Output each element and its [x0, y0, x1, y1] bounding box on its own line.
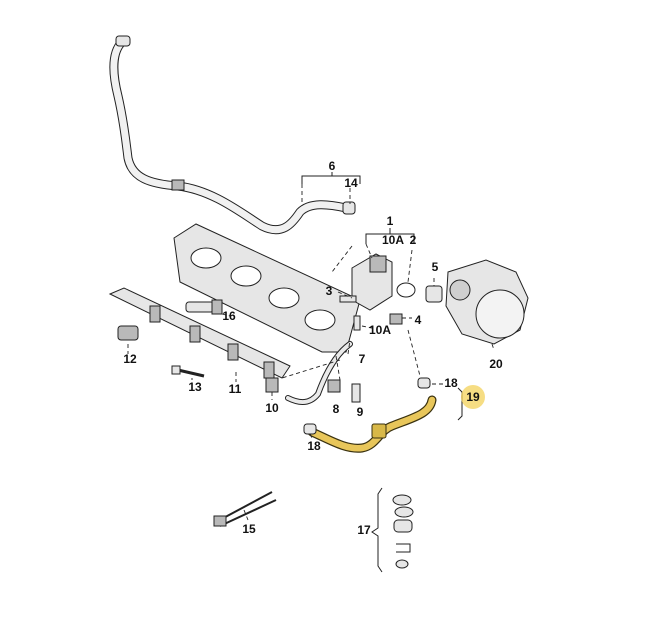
part-11-fuel-rail — [108, 287, 291, 379]
part-5-seal — [425, 285, 443, 303]
part-10a-screw — [353, 315, 361, 331]
part-7-pressure-line — [285, 341, 353, 406]
callout-16: 16 — [222, 309, 236, 323]
part-15-cable-ties — [213, 491, 277, 527]
callout-3: 3 — [326, 284, 333, 298]
callout-11: 11 — [229, 382, 242, 396]
part-19-fuel-line — [307, 395, 437, 453]
part-1-high-pressure-pump — [351, 253, 416, 311]
callout-15: 15 — [242, 522, 256, 536]
callout-2: 2 — [410, 233, 417, 247]
callout-10: 10 — [265, 401, 279, 415]
part-18-clip-lower — [303, 423, 317, 435]
leader-lines — [127, 172, 495, 521]
part-17-clip-set — [371, 487, 414, 573]
part-12-sensor — [117, 325, 139, 341]
part-6-breather-hose — [109, 35, 351, 235]
callout-19: 19 — [466, 390, 480, 404]
callout-12: 12 — [123, 352, 137, 366]
part-9-bolt — [351, 383, 361, 403]
callout-1: 1 — [387, 214, 394, 228]
highlight-marker — [461, 385, 485, 409]
part-20-vacuum-pump — [445, 259, 529, 345]
callout-10a-top: 10A — [382, 233, 404, 247]
part-8-bracket — [327, 379, 341, 393]
callout-20: 20 — [489, 357, 503, 371]
callout-10a-bottom: 10A — [369, 323, 391, 337]
callout-7: 7 — [359, 352, 366, 366]
callout-18-lower: 18 — [307, 439, 321, 453]
callout-18-upper: 18 — [444, 376, 458, 390]
part-18-clip-upper — [417, 377, 431, 389]
callout-labels: 6 14 1 10A 2 5 3 4 10A 16 12 7 13 11 10 … — [123, 159, 503, 537]
cylinder-head-flange — [173, 223, 361, 353]
callout-8: 8 — [333, 402, 340, 416]
callout-5: 5 — [432, 260, 439, 274]
part-3-bolt — [339, 295, 357, 303]
callout-4: 4 — [415, 313, 422, 327]
part-14-clip — [342, 201, 356, 215]
callout-17: 17 — [357, 523, 371, 537]
part-16-pressure-sensor — [185, 299, 223, 315]
callout-13: 13 — [188, 380, 202, 394]
callout-14: 14 — [344, 176, 358, 190]
part-4-fitting — [389, 313, 403, 325]
part-13-bolt — [171, 365, 205, 378]
part-10-union — [265, 377, 279, 393]
callout-6: 6 — [329, 159, 336, 173]
callout-9: 9 — [357, 405, 364, 419]
